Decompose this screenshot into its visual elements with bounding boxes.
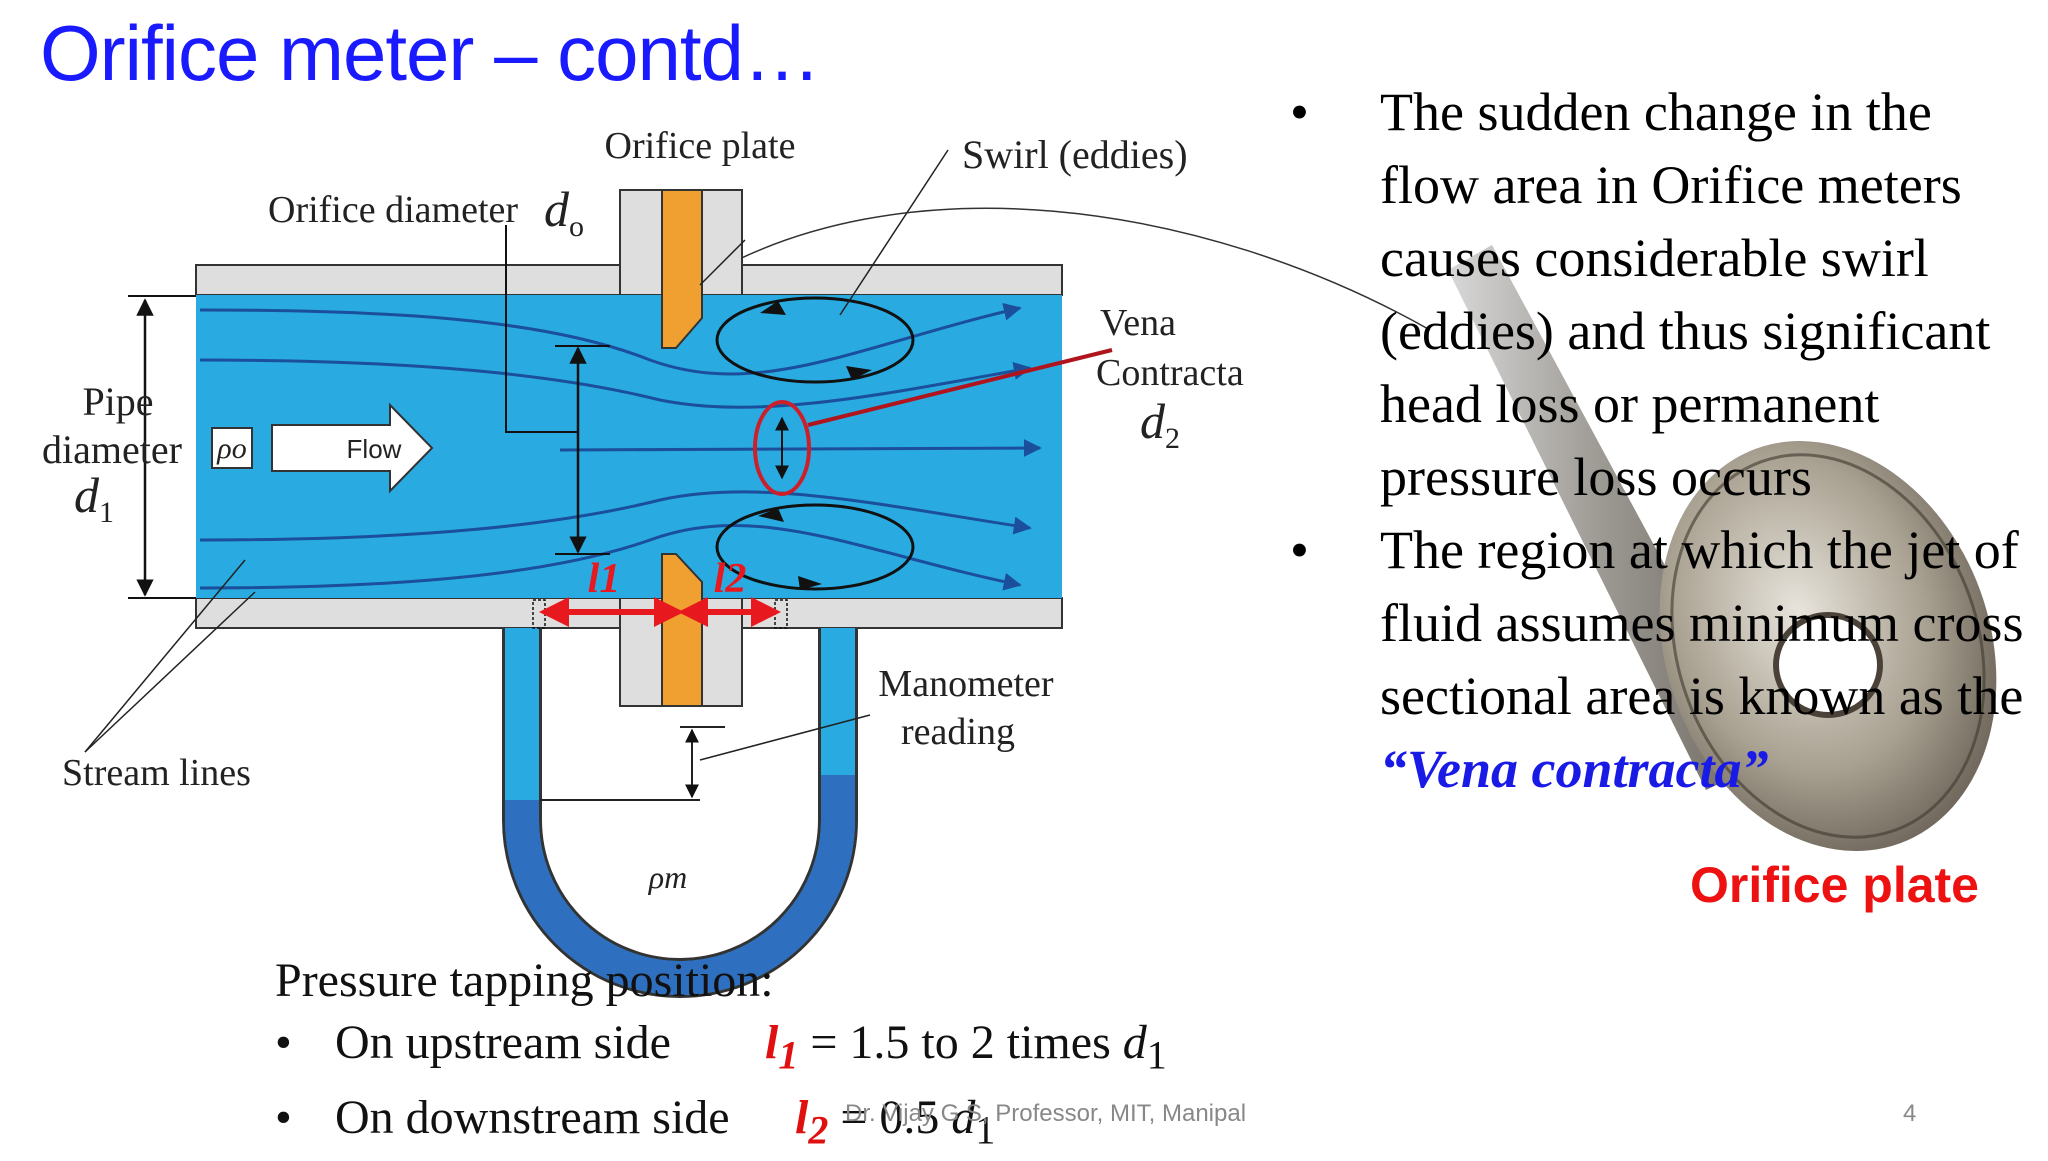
label-d2: d2 [1140,393,1180,455]
orifice-plate-leader [699,239,746,286]
bullet-text: The region at which the jet of fluid ass… [1380,514,2030,806]
vena-contracta-leader [807,348,1113,427]
label-reading: reading [901,711,1015,753]
photo-caption: Orifice plate [1690,857,1979,913]
eddy-arrow-top [760,301,786,315]
label-rho-o: ρo [216,432,246,465]
label-l2: l2 [714,556,747,602]
bullet-item: • The sudden change in the flow area in … [1290,76,2030,514]
label-diameter: diameter [42,427,182,472]
orifice-plate-photo [1448,245,1997,851]
stream-lines-leader-2 [84,591,256,753]
label-pipe: Pipe [82,379,153,424]
label-orifice-plate: Orifice plate [605,125,796,167]
label-manometer: Manometer [878,663,1054,705]
orifice-diameter-leader [505,225,578,433]
label-contracta: Contracta [1096,352,1244,394]
stream-lines-leader-1 [84,559,246,753]
vena-contracta-circle [753,400,811,496]
tapping-label: On downstream side [335,1090,730,1144]
label-orifice-diameter-symbol: do [544,181,584,243]
bullet-marker: • [275,1016,292,1069]
label-orifice-diameter: Orifice diameter [268,189,518,231]
slide-title: Orifice meter – contd… [40,9,821,97]
eddy-arrow-bottom [758,508,784,522]
flow-arrow [271,402,434,494]
bullet-marker: • [275,1090,292,1144]
bullet-text: The sudden change in the flow area in Or… [1380,82,1991,507]
label-l1: l1 [588,556,621,602]
rho-o-box [211,427,253,469]
eddy-arrow-bottom-2 [798,576,822,590]
pressure-tapping: Pressure tapping position: • On upstream… [275,950,1167,1161]
swirl-leader [839,149,949,316]
label-flow: Flow [347,434,402,464]
label-rho-m: ρm [648,859,687,895]
orifice-plate-bottom [661,553,703,707]
tapping-heading: Pressure tapping position: [275,954,774,1007]
label-d1: d1 [74,467,114,529]
bullet-marker: • [1290,82,1309,142]
tapping-formula: l2 = 0.5 d1 [795,1090,996,1153]
bullet-list: • The sudden change in the flow area in … [1290,76,2030,806]
eddy-arrow-top-2 [846,366,872,380]
label-stream-lines: Stream lines [62,752,251,794]
vena-contracta-term: “Vena contracta” [1380,739,1769,799]
page-number: 4 [1903,1100,1917,1127]
label-swirl: Swirl (eddies) [962,132,1188,177]
streamlines [199,302,1042,591]
photo-leader-line [699,207,1431,331]
tapping-label: On upstream side [335,1016,671,1069]
tapping-row-upstream: • On upstream side l1 = 1.5 to 2 times d… [275,1012,1167,1087]
manometer [502,628,871,998]
eddies [715,296,915,591]
orifice-plate-top [661,189,703,349]
slide-footer: Dr. Vijay G S, Professor, MIT, Manipal [845,1100,1247,1127]
tapping-formula: l1 = 1.5 to 2 times d1 [765,1016,1167,1078]
bullet-item: • The region at which the jet of fluid a… [1290,514,2030,806]
bullet-marker: • [1290,520,1309,580]
bullet-text-body: The region at which the jet of fluid ass… [1380,520,2024,726]
tapping-row-downstream: • On downstream side l2 = 0.5 d1 [275,1087,1167,1161]
label-vena: Vena [1100,302,1176,344]
